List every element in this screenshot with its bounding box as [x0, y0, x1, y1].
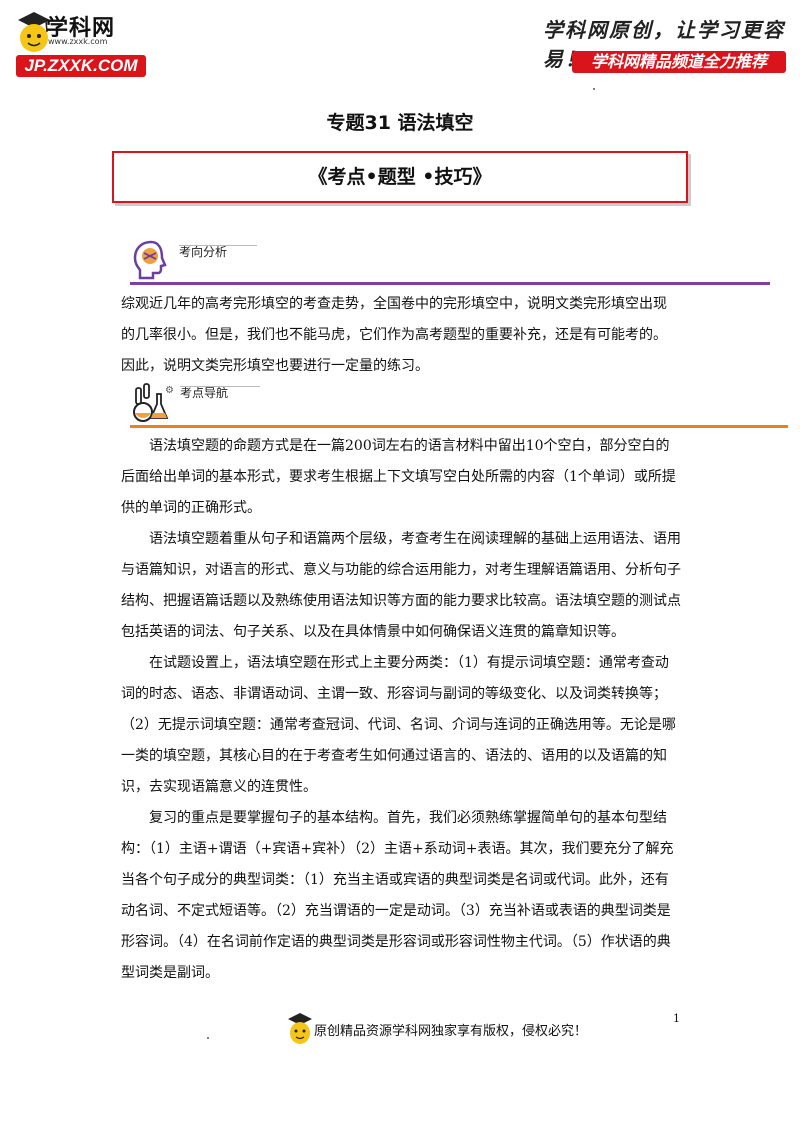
section-divider-orange	[130, 425, 788, 428]
decorative-dot	[593, 88, 595, 90]
copyright-notice: 原创精品资源学科网独家享有版权，侵权必究！	[314, 1024, 588, 1039]
analysis-line: 的几率很小。但是，我们也不能马虎，它们作为高考题型的重要补充，还是有可能考的。	[121, 327, 667, 343]
logo-text: 学科网	[46, 16, 116, 41]
section-divider-purple	[130, 282, 770, 285]
body-paragraph-3: 在试题设置上，语法填空题在形式上主要分两类：（1）有提示词填空题：通常考查动词的…	[121, 655, 676, 795]
body-paragraph-2: 语法填空题着重从句子和语篇两个层级，考查考生在阅读理解的基础上运用语法、语用与语…	[121, 531, 681, 640]
section-underline	[179, 245, 257, 246]
promo-banner: 学科网精品频道全力推荐	[572, 51, 786, 73]
section-label-nav: 考点导航	[180, 386, 229, 400]
logo-badge: JP.ZXXK.COM	[16, 55, 146, 77]
mascot-footer-icon	[288, 1013, 312, 1044]
lab-flask-icon	[133, 383, 169, 422]
decorative-dot	[207, 1037, 209, 1039]
section-underline	[180, 386, 260, 387]
framed-title-box: 《考点•题型 •技巧》	[112, 151, 688, 203]
gear-icon: ⚙	[165, 385, 174, 396]
body-paragraph-1: 语法填空题的命题方式是在一篇200词左右的语言材料中留出10个空白，部分空白的后…	[121, 438, 676, 516]
page-title: 专题31 语法填空	[326, 112, 474, 134]
head-brain-icon	[133, 240, 167, 280]
section-label-analysis: 考向分析	[179, 245, 228, 259]
analysis-line: 因此，说明文类完形填空也要进行一定量的练习。	[121, 358, 429, 374]
logo-url: www.zxxk.com	[48, 37, 108, 46]
analysis-paragraph: 综观近几年的高考完形填空的考查走势，全国卷中的完形填空中，说明文类完形填空出现 …	[121, 289, 681, 382]
analysis-line: 综观近几年的高考完形填空的考查走势，全国卷中的完形填空中，说明文类完形填空出现	[121, 296, 667, 312]
page-number: 1	[673, 1012, 680, 1025]
body-paragraph-4: 复习的重点是要掌握句子的基本结构。首先，我们必须熟练掌握简单句的基本句型结构：（…	[121, 810, 674, 981]
logo	[14, 8, 154, 78]
framed-title: 《考点•题型 •技巧》	[308, 166, 492, 188]
mascot-icon	[18, 12, 50, 52]
